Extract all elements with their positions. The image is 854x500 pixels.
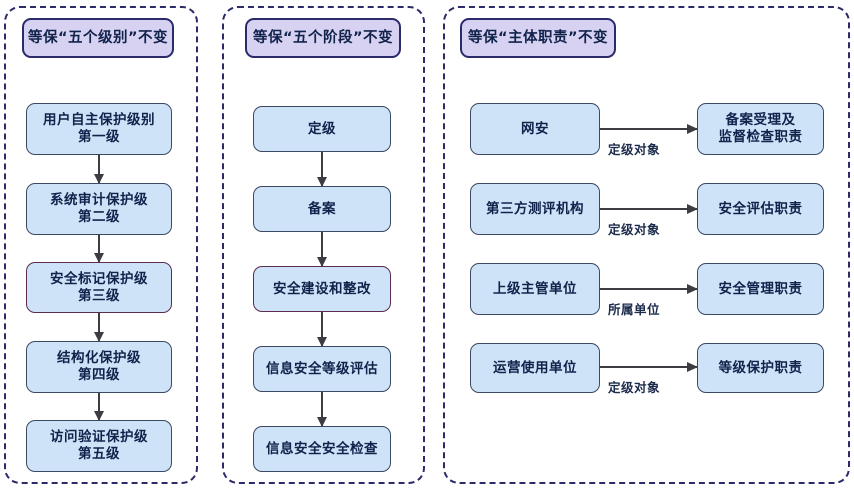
edge-label-duty-2: 定级对象: [608, 222, 661, 237]
node-duty-target-1[interactable]: 备案受理及 监督检查职责: [697, 103, 824, 155]
edge-label-duty-3: 所属单位: [608, 302, 661, 317]
arrow-stage-3-to-4: [321, 312, 323, 346]
arrow-duty-1: [600, 128, 697, 130]
node-duty-source-3[interactable]: 上级主管单位: [470, 263, 600, 315]
node-stage-5[interactable]: 信息安全安全检查: [253, 426, 391, 472]
arrow-level-4-to-5: [98, 393, 100, 420]
node-stage-4[interactable]: 信息安全等级评估: [253, 346, 391, 392]
group-levels-header: 等保“五个级别”不变: [22, 18, 174, 58]
node-level-4[interactable]: 结构化保护级 第四级: [26, 341, 172, 393]
group-duties-header: 等保“主体职责”不变: [460, 18, 616, 58]
arrow-duty-4: [600, 366, 697, 368]
arrow-stage-2-to-3: [321, 232, 323, 266]
node-level-5[interactable]: 访问验证保护级 第五级: [26, 420, 172, 472]
edge-label-duty-1: 定级对象: [608, 142, 661, 157]
node-duty-source-4[interactable]: 运营使用单位: [470, 343, 600, 393]
arrow-stage-1-to-2: [321, 152, 323, 186]
edge-label-duty-4: 定级对象: [608, 380, 661, 395]
arrow-duty-2: [600, 208, 697, 210]
node-stage-3[interactable]: 安全建设和整改: [253, 266, 391, 312]
node-level-3[interactable]: 安全标记保护级 第三级: [26, 262, 172, 313]
node-duty-target-2[interactable]: 安全评估职责: [697, 183, 824, 235]
arrow-duty-3: [600, 288, 697, 290]
arrow-level-1-to-2: [98, 155, 100, 183]
node-duty-target-3[interactable]: 安全管理职责: [697, 263, 824, 315]
node-stage-2[interactable]: 备案: [253, 186, 391, 232]
arrow-level-2-to-3: [98, 235, 100, 262]
node-level-1[interactable]: 用户自主保护级别 第一级: [26, 103, 172, 155]
node-duty-source-1[interactable]: 网安: [470, 103, 600, 155]
node-duty-source-2[interactable]: 第三方测评机构: [470, 183, 600, 235]
group-stages-header: 等保“五个阶段”不变: [245, 18, 401, 58]
arrow-stage-4-to-5: [321, 392, 323, 426]
node-stage-1[interactable]: 定级: [253, 106, 391, 152]
arrow-level-3-to-4: [98, 313, 100, 341]
group-duties: [443, 6, 850, 484]
node-level-2[interactable]: 系统审计保护级 第二级: [26, 183, 172, 235]
group-levels: [4, 6, 198, 484]
node-duty-target-4[interactable]: 等级保护职责: [697, 343, 824, 393]
group-stages: [222, 6, 425, 484]
